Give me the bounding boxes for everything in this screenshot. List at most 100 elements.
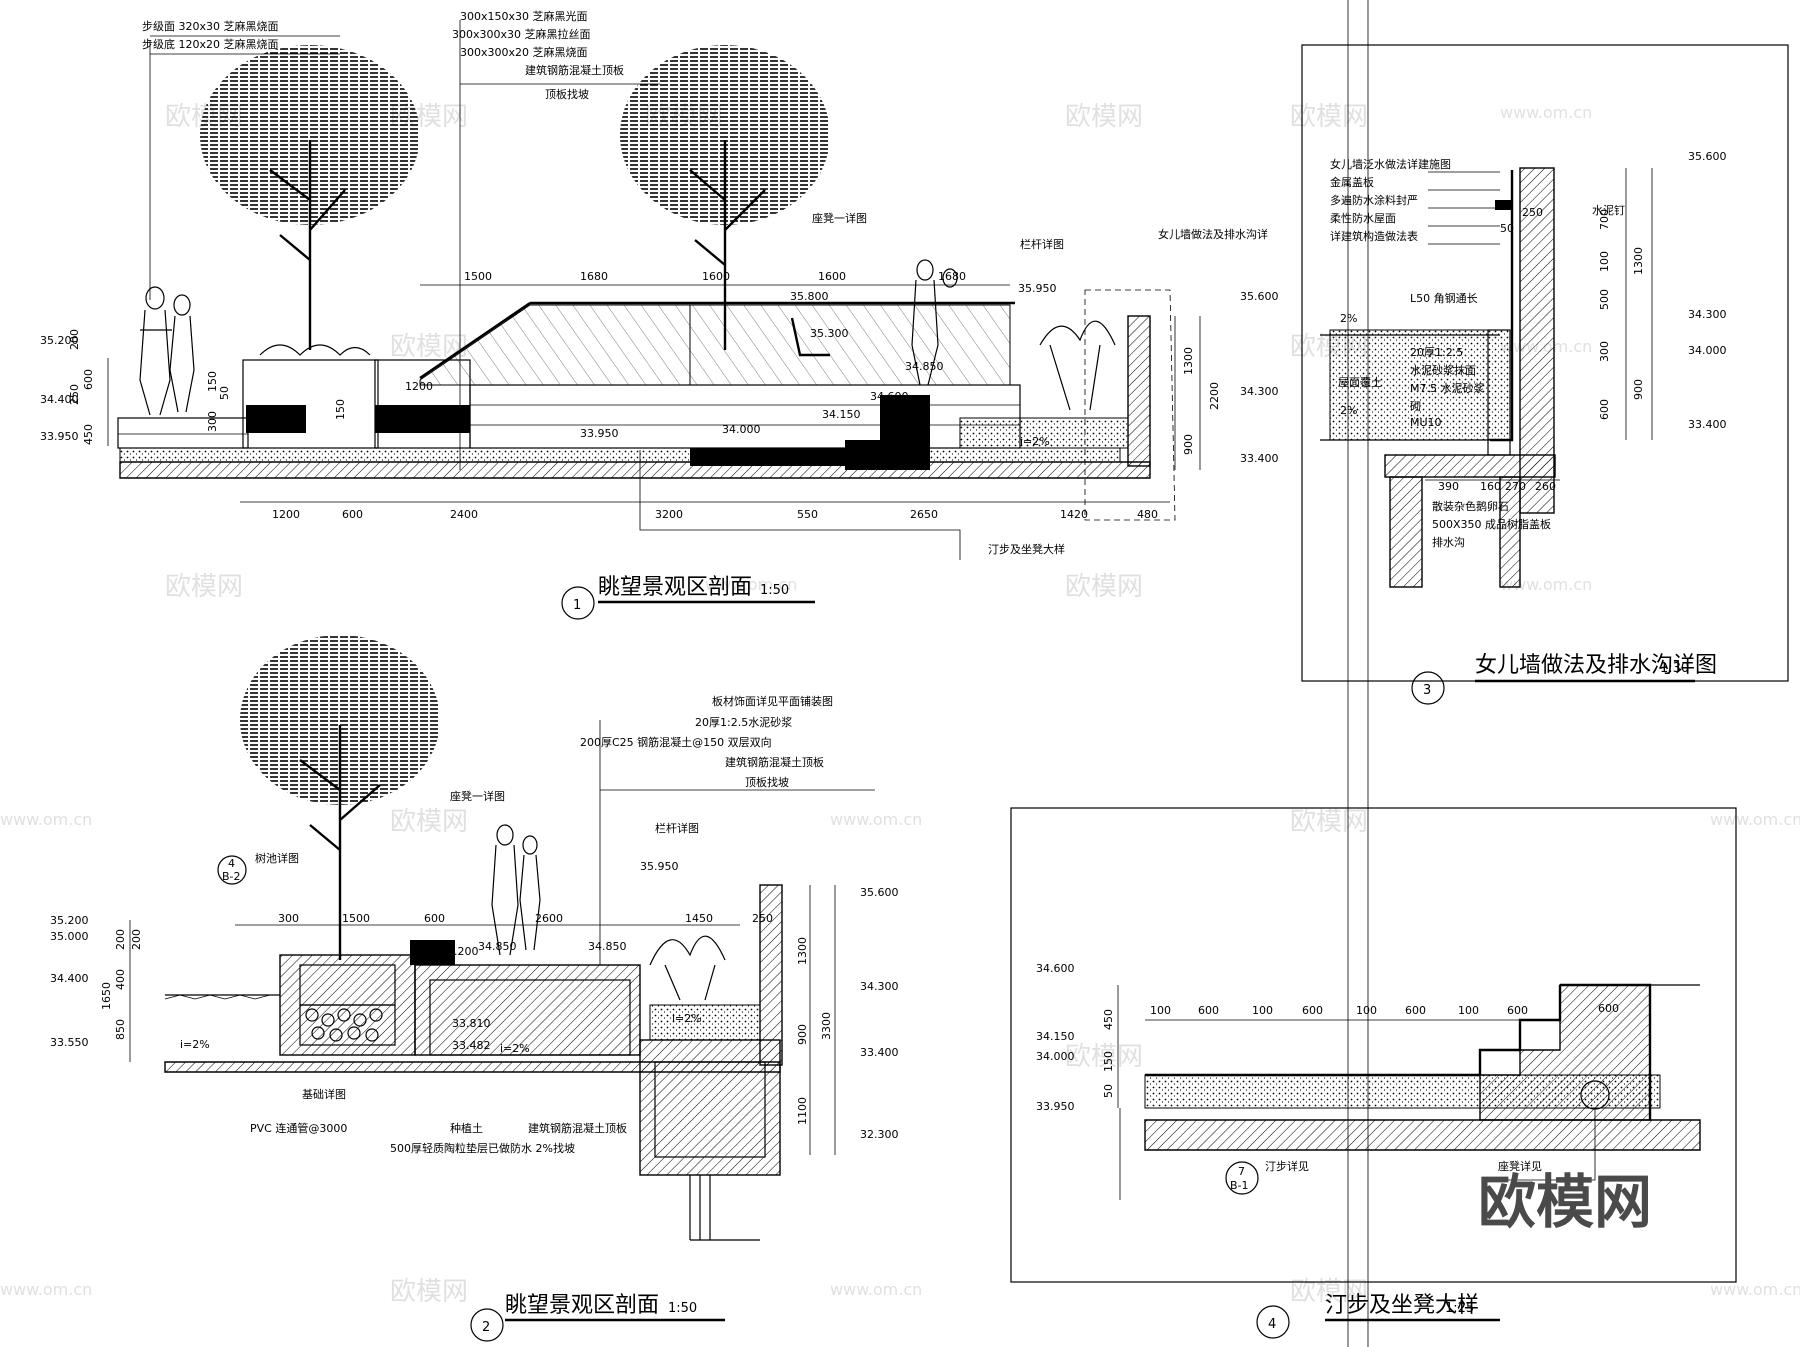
watermark-brand: 欧模网 bbox=[165, 572, 243, 602]
section-2-drawing bbox=[129, 635, 875, 1241]
tile-wall bbox=[469, 384, 1021, 449]
shrub bbox=[1039, 320, 1116, 411]
material-note: 建筑钢筋混凝土顶板 bbox=[725, 755, 824, 769]
section-number-circle bbox=[561, 586, 595, 620]
detail-note: PVC 连通管@3000 bbox=[250, 1121, 347, 1135]
level-mark: 34.300 bbox=[860, 980, 899, 993]
planter-band bbox=[246, 405, 306, 433]
dim-value: 100 bbox=[1150, 1004, 1171, 1017]
section-number: 2 bbox=[482, 1320, 490, 1335]
detail-note: 女儿墙泛水做法详建施图 bbox=[1330, 157, 1451, 171]
material-note: 顶板找坡 bbox=[745, 775, 789, 789]
planter-band bbox=[375, 405, 470, 433]
dim-value: 1420 bbox=[1060, 508, 1088, 521]
detail-callout-box bbox=[1084, 289, 1176, 521]
seat-callout: 座凳详见 bbox=[1498, 1159, 1542, 1173]
level-mark: 35.200 bbox=[40, 334, 79, 347]
dim-value: 100 bbox=[1458, 1004, 1479, 1017]
level-mark: 34.400 bbox=[50, 972, 89, 985]
dim-value: 2200 bbox=[1208, 382, 1221, 410]
level-mark: 34.000 bbox=[1688, 344, 1727, 357]
pool-callout: 树池详图 bbox=[255, 851, 299, 865]
dim-value: 850 bbox=[114, 1019, 127, 1040]
step-base bbox=[690, 448, 890, 466]
detail-note: 详建筑构造做法表 bbox=[1330, 229, 1418, 243]
detail-tag-circle bbox=[217, 855, 247, 885]
dim-value: 1300 bbox=[1632, 247, 1645, 275]
section-number: 1 bbox=[573, 598, 581, 613]
material-note: 300x150x30 芝麻黑光面 bbox=[460, 9, 588, 23]
dim-value: 1300 bbox=[1182, 347, 1195, 375]
gutter-slab bbox=[1384, 454, 1556, 478]
dim-value: 3200 bbox=[655, 508, 683, 521]
section-2-labels: 板材饰面详见平面铺装图 20厚1:2.5水泥砂浆 200厚C25 钢筋混凝土@1… bbox=[50, 694, 899, 1342]
dim-value: 1600 bbox=[818, 270, 846, 283]
slope-mark: 2% bbox=[1340, 404, 1357, 417]
column bbox=[689, 1175, 760, 1241]
dim-value: 160 bbox=[1480, 480, 1501, 493]
detail-note: 散装杂色鹅卵石 bbox=[1432, 499, 1509, 513]
detail-tag-sub: B-2 bbox=[222, 870, 241, 883]
level-mark: 34.850 bbox=[905, 360, 944, 373]
material-note: 20厚1:2.5水泥砂浆 bbox=[695, 715, 792, 729]
dim-value: 1650 bbox=[100, 982, 113, 1010]
dim-value: 100 bbox=[1252, 1004, 1273, 1017]
dim-value: 550 bbox=[797, 508, 818, 521]
detail-tag: 7 bbox=[1238, 1165, 1245, 1178]
material-note: 板材饰面详见平面铺装图 bbox=[712, 694, 833, 708]
dim-value: 1300 bbox=[796, 937, 809, 965]
level-mark: 35.200 bbox=[50, 914, 89, 927]
watermark-brand: 欧模网 bbox=[390, 807, 468, 837]
level-mark: 33.400 bbox=[1240, 452, 1279, 465]
ground-slab bbox=[119, 461, 1151, 479]
dim-value: 1500 bbox=[342, 912, 370, 925]
section-3-labels: 女儿墙泛水做法详建施图 金属盖板 多遍防水涂料封严 柔性防水屋面 详建筑构造做法… bbox=[1330, 150, 1727, 705]
site-logo: 欧模网 bbox=[1478, 1168, 1652, 1236]
metal-cap bbox=[1495, 200, 1513, 210]
steps-callout: 汀步详见 bbox=[1265, 1159, 1309, 1173]
section-3-drawing bbox=[1301, 44, 1789, 682]
watermark-site: www.om.cn bbox=[830, 1280, 922, 1299]
level-mark: 34.300 bbox=[1688, 308, 1727, 321]
dim-value: 3300 bbox=[820, 1012, 833, 1040]
section-title: 眺望景观区剖面 bbox=[505, 1293, 659, 1318]
section-number-circle bbox=[1411, 671, 1445, 705]
detail-note: 建筑钢筋混凝土顶板 bbox=[528, 1121, 627, 1135]
dim-value: 150 bbox=[1102, 1051, 1115, 1072]
level-mark: 33.950 bbox=[580, 427, 619, 440]
dim-value: 450 bbox=[1102, 1009, 1115, 1030]
watermark-site: www.om.cn bbox=[1710, 1280, 1800, 1299]
level-mark: 35.600 bbox=[1240, 290, 1279, 303]
dim-value: 500 bbox=[1598, 289, 1611, 310]
dim-value: 200 bbox=[68, 329, 81, 350]
detail-note: 水泥钉 bbox=[1592, 204, 1625, 217]
steps-callout: 汀步及坐凳大样 bbox=[988, 542, 1065, 556]
dim-value: 450 bbox=[82, 424, 95, 445]
dim-value: 900 bbox=[796, 1024, 809, 1045]
people-figure bbox=[139, 286, 195, 416]
slope-mark: i=2% bbox=[1020, 435, 1050, 448]
watermark-site: www.om.cn bbox=[0, 810, 92, 829]
material-note: 300x300x30 芝麻黑拉丝面 bbox=[452, 27, 591, 41]
section-title: 女儿墙做法及排水沟详图 bbox=[1475, 653, 1717, 678]
section-scale: 1:50 bbox=[760, 583, 789, 598]
dim-value: 50 bbox=[218, 386, 231, 400]
dim-value: 50 bbox=[1102, 1084, 1115, 1098]
level-mark: 35.600 bbox=[860, 886, 899, 899]
level-mark: 35.950 bbox=[1018, 282, 1057, 295]
watermark-site: www.om.cn bbox=[1710, 810, 1800, 829]
dim-value: 700 bbox=[1598, 209, 1611, 230]
level-mark: 33.550 bbox=[50, 1036, 89, 1049]
people-figure bbox=[491, 824, 541, 956]
glass-railing bbox=[689, 304, 1011, 386]
dim-value: 1600 bbox=[702, 270, 730, 283]
paving-block bbox=[117, 417, 249, 449]
slope-mark: i=2% bbox=[180, 1038, 210, 1051]
watermark-brand: 欧模网 bbox=[1065, 572, 1143, 602]
dim-value: 600 bbox=[1302, 1004, 1323, 1017]
slope-mark: i=2% bbox=[500, 1042, 530, 1055]
level-mark: 33.810 bbox=[452, 1017, 491, 1030]
dim-value: 270 bbox=[1505, 480, 1526, 493]
dim-value: 480 bbox=[1137, 508, 1158, 521]
dim-value: 260 bbox=[1535, 480, 1556, 493]
